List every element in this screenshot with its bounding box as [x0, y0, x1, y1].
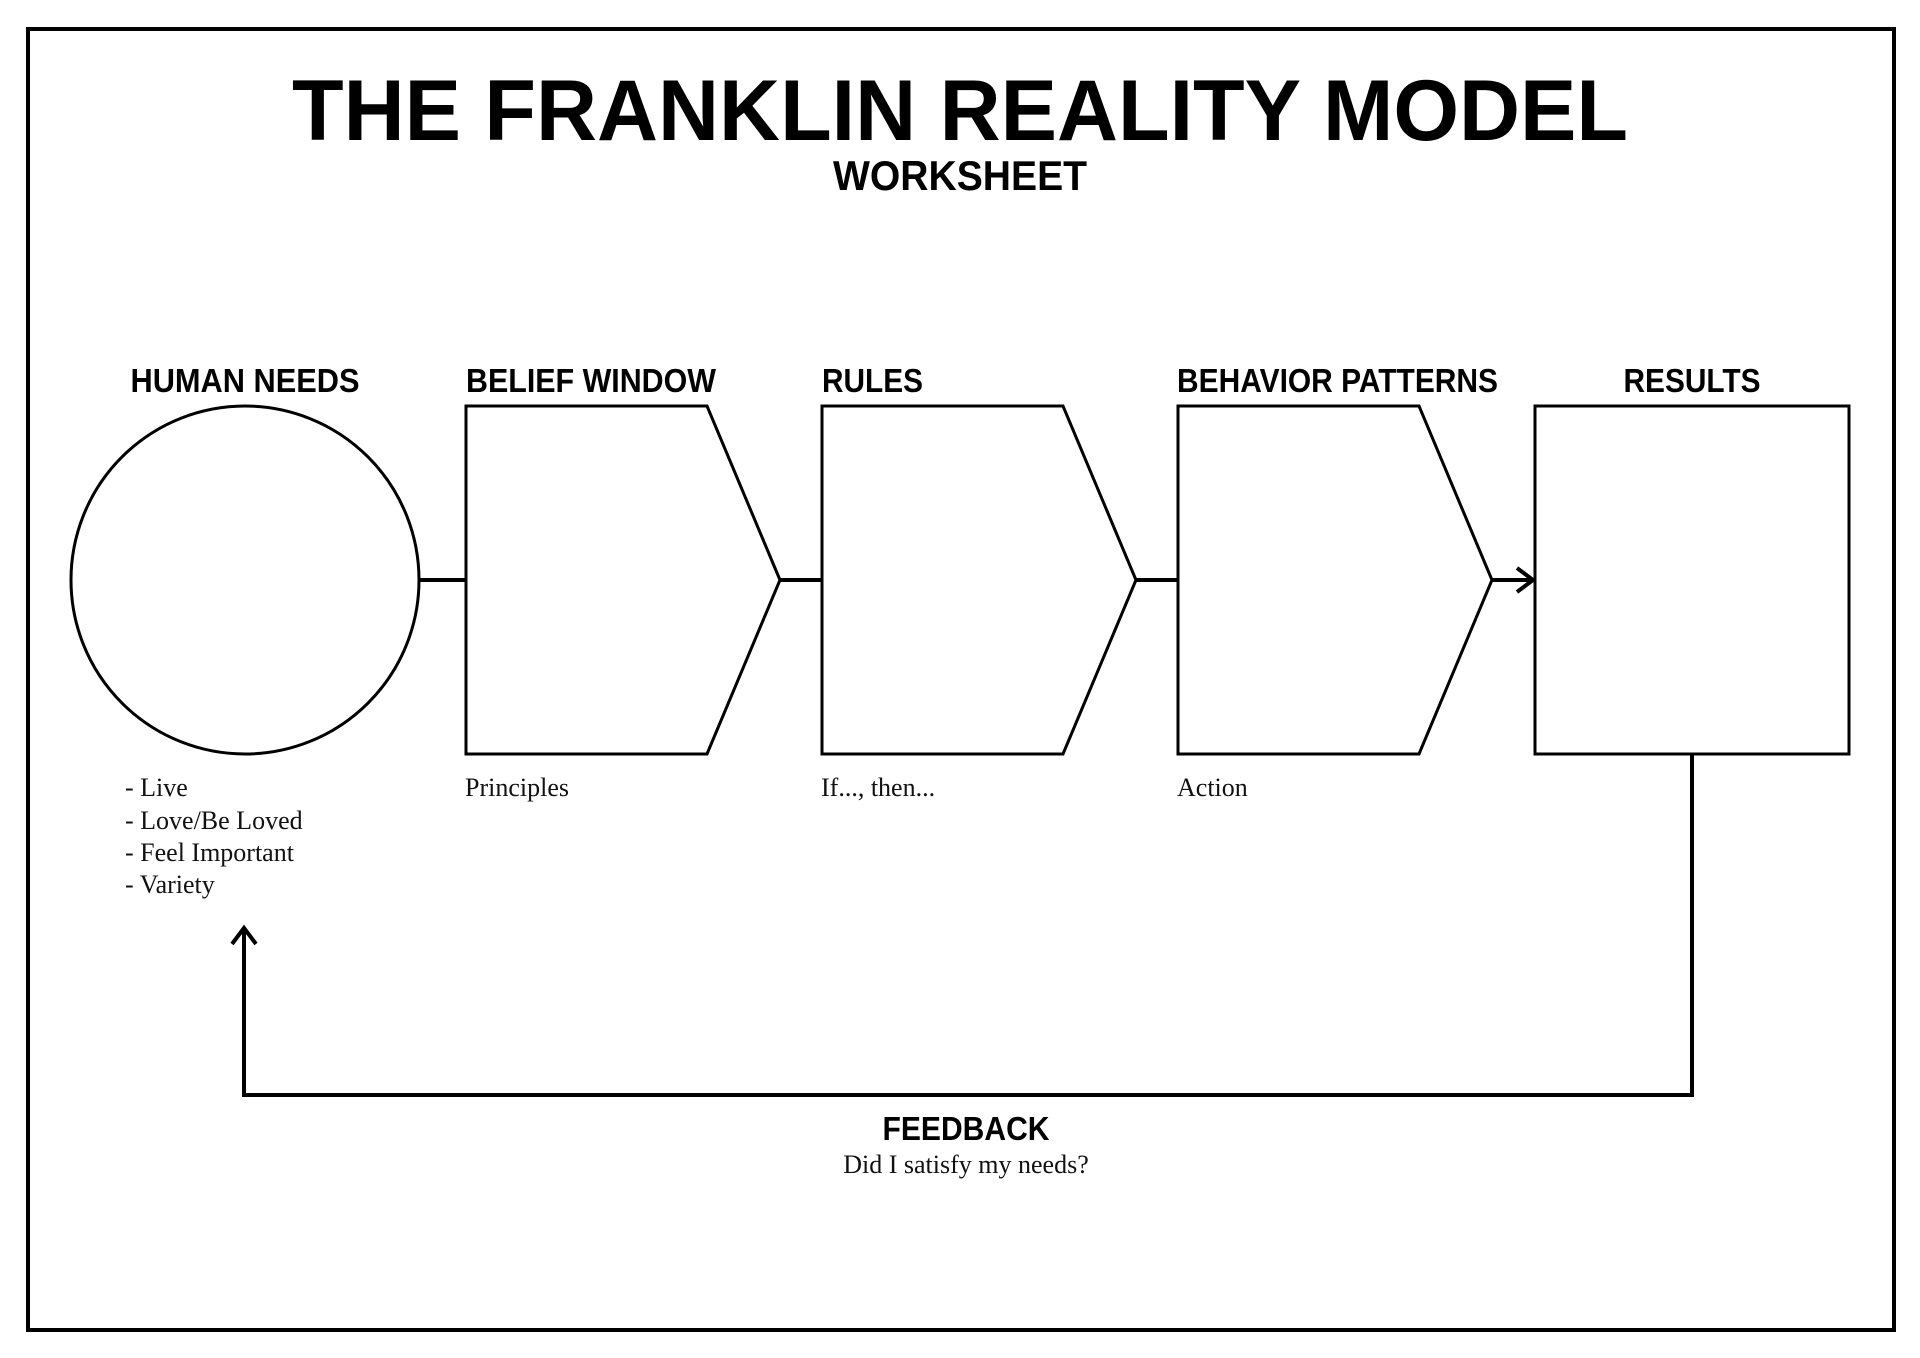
stage-label-human-needs: HUMAN NEEDS: [131, 362, 360, 399]
feedback-question: Did I satisfy my needs?: [843, 1150, 1089, 1179]
rules-pentagon: [820, 404, 1138, 756]
note-human-needs-3: - Feel Important: [125, 838, 295, 867]
human-needs-circle: [69, 404, 421, 756]
note-behavior-patterns: Action: [1177, 773, 1248, 802]
note-human-needs-4: - Variety: [125, 870, 215, 899]
note-human-needs-1: - Live: [125, 773, 188, 802]
page-subtitle: WORKSHEET: [833, 152, 1087, 199]
stage-label-belief-window: BELIEF WINDOW: [466, 362, 717, 399]
feedback-label: FEEDBACK: [883, 1110, 1050, 1147]
stage-label-behavior-patterns: BEHAVIOR PATTERNS: [1177, 362, 1498, 399]
results-box: [1533, 404, 1851, 756]
belief-window-pentagon: [464, 404, 782, 756]
page-title: THE FRANKLIN REALITY MODEL: [292, 63, 1628, 159]
note-belief-window: Principles: [465, 773, 569, 802]
stage-label-rules: RULES: [822, 362, 923, 399]
arrowhead-up-icon: [230, 924, 258, 946]
behavior-patterns-pentagon: [1176, 404, 1494, 756]
note-rules: If..., then...: [821, 773, 935, 802]
stage-label-results: RESULTS: [1624, 362, 1761, 399]
arrowhead-right-icon: [1515, 566, 1537, 594]
feedback-loop-line: [242, 754, 1694, 1097]
note-human-needs-2: - Love/Be Loved: [125, 806, 303, 835]
